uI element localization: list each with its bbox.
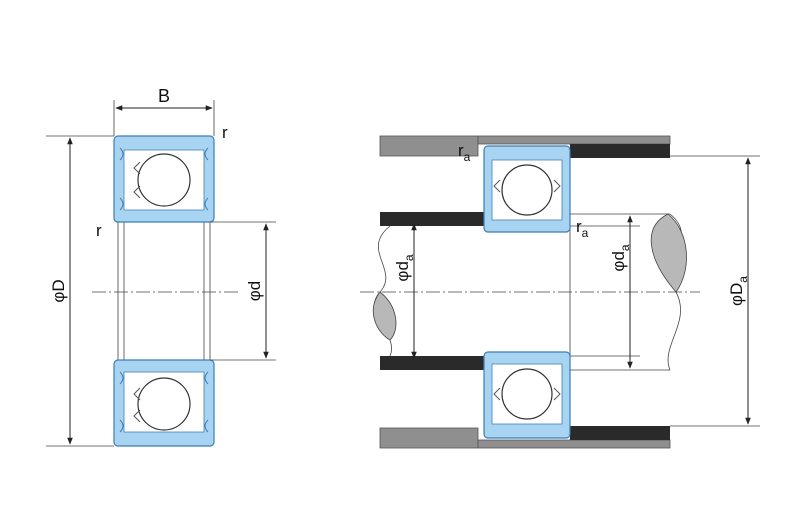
- housing-shoulder-top: [570, 144, 670, 158]
- label-phi-d: φd: [245, 281, 264, 301]
- shaft-shoulder-bottom: [380, 356, 484, 370]
- bearing-section-bottom: [113, 359, 215, 447]
- shaft-cut-left: [372, 291, 397, 341]
- label-ra-mid: ra: [576, 217, 589, 240]
- mounted-bearing-bottom: [483, 351, 571, 439]
- label-phi-da-right: φda: [609, 244, 632, 271]
- label-phi-Da: φDa: [727, 276, 750, 306]
- label-ra-top: ra: [458, 141, 471, 164]
- label-phi-da-left: φda: [393, 254, 416, 281]
- right-mounting-view: ra ra φda φda φDa: [360, 135, 760, 449]
- label-r-top: r: [222, 123, 228, 142]
- housing-shoulder-bottom: [570, 426, 670, 440]
- mounted-bearing-top: [483, 145, 571, 233]
- housing-bottom-left: [379, 427, 479, 449]
- housing-top-left: [379, 135, 479, 157]
- label-phi-D: φD: [49, 279, 68, 302]
- label-B: B: [158, 86, 170, 106]
- shaft-shoulder-top: [380, 212, 484, 226]
- left-bearing-view: B r r φD φd: [46, 86, 276, 447]
- bearing-section-top: [113, 135, 215, 223]
- label-r-side: r: [96, 221, 102, 240]
- shaft-cut-right: [650, 213, 687, 293]
